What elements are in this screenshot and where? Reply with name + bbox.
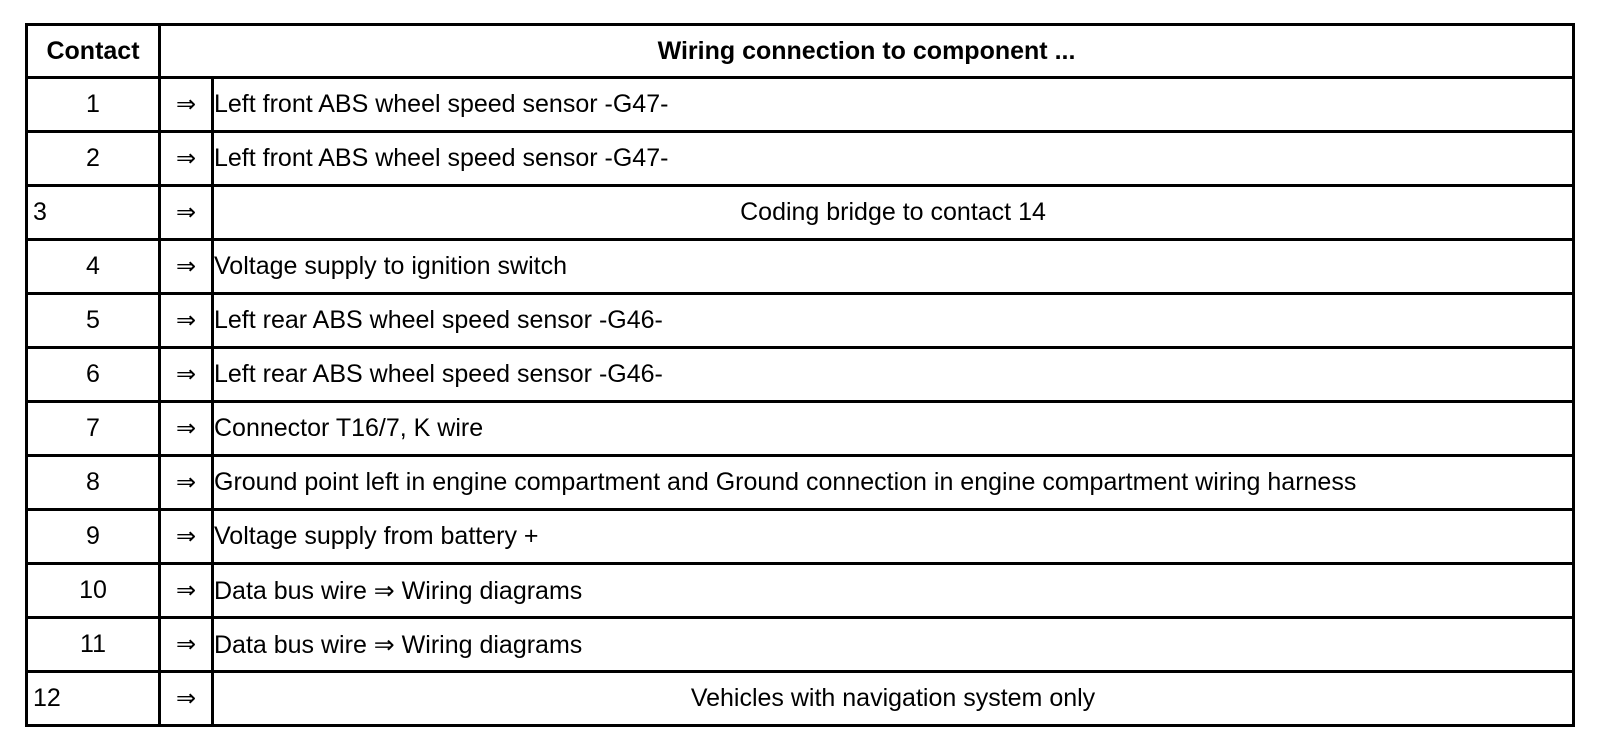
wiring-description-cell: Left front ABS wheel speed sensor -G47- — [211, 130, 1575, 187]
contact-number-cell: 3 — [25, 184, 161, 241]
double-right-arrow-icon: ⇒ — [158, 130, 214, 187]
wiring-description-cell: Voltage supply from battery + — [211, 508, 1575, 565]
table-row: 3 ⇒ Coding bridge to contact 14 — [25, 184, 1575, 241]
contact-number-cell: 8 — [25, 454, 161, 511]
double-right-arrow-glyph: ⇒ — [175, 576, 197, 604]
double-right-arrow-icon: ⇒ — [158, 454, 214, 511]
wiring-connection-table: Contact Wiring connection to component .… — [25, 23, 1575, 727]
table-row: 10 ⇒ Data bus wire ⇒ Wiring diagrams — [25, 562, 1575, 619]
double-right-arrow-glyph: ⇒ — [175, 252, 197, 280]
double-right-arrow-glyph: ⇒ — [175, 360, 197, 388]
table-row: 9 ⇒ Voltage supply from battery + — [25, 508, 1575, 565]
table-row: 8 ⇒ Ground point left in engine compartmen… — [25, 454, 1575, 511]
double-right-arrow-icon: ⇒ — [158, 292, 214, 349]
wiring-description-cell: Data bus wire ⇒ Wiring diagrams — [211, 562, 1575, 619]
double-right-arrow-icon: ⇒ — [158, 508, 214, 565]
table-row: 6 ⇒ Left rear ABS wheel speed sensor -G46- — [25, 346, 1575, 403]
double-right-arrow-icon: ⇒ — [158, 184, 214, 241]
double-right-arrow-glyph: ⇒ — [175, 414, 197, 442]
double-right-arrow-glyph: ⇒ — [175, 468, 197, 496]
column-header-description: Wiring connection to component ... — [158, 23, 1575, 79]
table-row: 1 ⇒ Left front ABS wheel speed sensor -G47… — [25, 76, 1575, 133]
double-right-arrow-glyph: ⇒ — [175, 90, 197, 118]
double-right-arrow-icon: ⇒ — [158, 670, 214, 727]
contact-number-cell: 10 — [25, 562, 161, 619]
table-body: 1 ⇒ Left front ABS wheel speed sensor -G47… — [25, 76, 1575, 727]
double-right-arrow-glyph: ⇒ — [175, 144, 197, 172]
table-row: 2 ⇒ Left front ABS wheel speed sensor -G47… — [25, 130, 1575, 187]
contact-number-cell: 12 — [25, 670, 161, 727]
column-header-contact: Contact — [25, 23, 161, 79]
contact-number-cell: 6 — [25, 346, 161, 403]
double-right-arrow-icon: ⇒ — [158, 616, 214, 673]
table-row: 4 ⇒ Voltage supply to ignition switch — [25, 238, 1575, 295]
double-right-arrow-glyph: ⇒ — [175, 684, 197, 712]
wiring-description-cell: Vehicles with navigation system only — [211, 670, 1575, 727]
wiring-description-cell: Connector T16/7, K wire — [211, 400, 1575, 457]
double-right-arrow-glyph: ⇒ — [175, 198, 197, 226]
contact-number-cell: 7 — [25, 400, 161, 457]
wiring-description-cell: Data bus wire ⇒ Wiring diagrams — [211, 616, 1575, 673]
double-right-arrow-glyph: ⇒ — [175, 522, 197, 550]
table-row: 11 ⇒ Data bus wire ⇒ Wiring diagrams — [25, 616, 1575, 673]
wiring-description-cell: Coding bridge to contact 14 — [211, 184, 1575, 241]
double-right-arrow-glyph: ⇒ — [175, 306, 197, 334]
contact-number-cell: 4 — [25, 238, 161, 295]
double-right-arrow-icon: ⇒ — [158, 346, 214, 403]
wiring-description-cell: Voltage supply to ignition switch — [211, 238, 1575, 295]
contact-number-cell: 1 — [25, 76, 161, 133]
double-right-arrow-glyph: ⇒ — [175, 630, 197, 658]
contact-number-cell: 5 — [25, 292, 161, 349]
table-row: 5 ⇒ Left rear ABS wheel speed sensor -G46- — [25, 292, 1575, 349]
contact-number-cell: 9 — [25, 508, 161, 565]
table-header: Contact Wiring connection to component .… — [25, 23, 1575, 79]
header-row: Contact Wiring connection to component .… — [25, 23, 1575, 79]
double-right-arrow-icon: ⇒ — [158, 562, 214, 619]
wiring-description-cell: Left rear ABS wheel speed sensor -G46- — [211, 292, 1575, 349]
table-row: 7 ⇒ Connector T16/7, K wire — [25, 400, 1575, 457]
contact-number-cell: 2 — [25, 130, 161, 187]
double-right-arrow-icon: ⇒ — [158, 238, 214, 295]
wiring-description-cell: Left rear ABS wheel speed sensor -G46- — [211, 346, 1575, 403]
double-right-arrow-icon: ⇒ — [158, 76, 214, 133]
wiring-description-cell: Left front ABS wheel speed sensor -G47- — [211, 76, 1575, 133]
wiring-description-cell: Ground point left in engine compartment … — [211, 454, 1575, 511]
table-row: 12 ⇒ Vehicles with navigation system only — [25, 670, 1575, 727]
contact-number-cell: 11 — [25, 616, 161, 673]
double-right-arrow-icon: ⇒ — [158, 400, 214, 457]
